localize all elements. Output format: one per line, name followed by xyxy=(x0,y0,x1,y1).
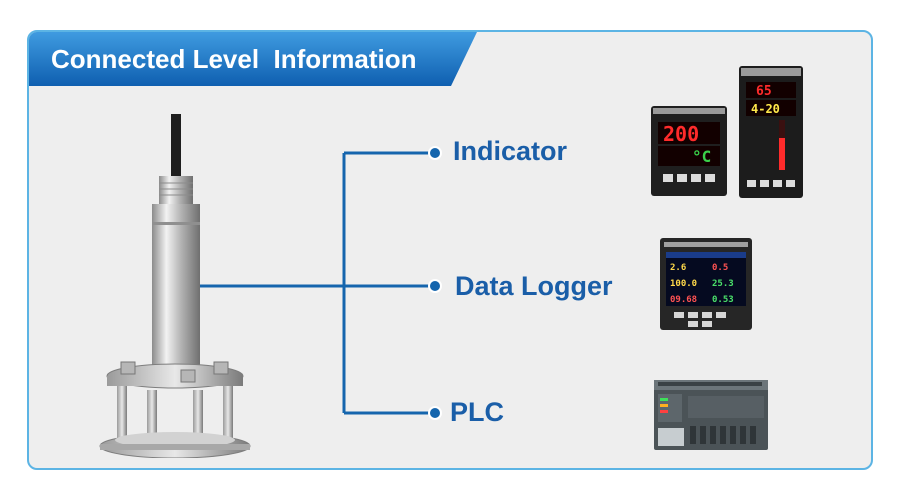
logger-value-1: 2.6 xyxy=(670,263,686,273)
connection-diagram xyxy=(174,146,442,420)
logger-value-4: 25.3 xyxy=(712,279,734,289)
data-logger-dot xyxy=(428,279,442,293)
logger-value-6: 0.53 xyxy=(712,295,734,305)
indicator-dot xyxy=(428,146,442,160)
data-logger-device-image: 2.6 0.5 100.0 25.3 09.68 0.53 xyxy=(660,238,752,330)
plc-device-image xyxy=(654,380,768,450)
tall-indicator-bottom-value: 4-20 xyxy=(751,102,780,116)
data-logger-label: Data Logger xyxy=(455,271,613,301)
indicator-display-unit: °C xyxy=(692,147,711,166)
logger-value-3: 100.0 xyxy=(670,279,697,289)
level-sensor-image xyxy=(99,114,251,458)
indicator-label: Indicator xyxy=(453,136,568,166)
plc-label: PLC xyxy=(450,397,504,427)
page-title: Connected Level Information xyxy=(51,44,417,74)
indicator-device-image: 200 °C 65 4-20 xyxy=(651,66,803,198)
title-banner xyxy=(29,32,477,86)
logger-value-5: 09.68 xyxy=(670,295,697,305)
indicator-display-value: 200 xyxy=(663,122,699,146)
tall-indicator-top-value: 65 xyxy=(756,84,772,99)
info-panel: Connected Level Information Indicator Da… xyxy=(27,30,873,470)
logger-value-2: 0.5 xyxy=(712,263,728,273)
plc-dot xyxy=(428,406,442,420)
